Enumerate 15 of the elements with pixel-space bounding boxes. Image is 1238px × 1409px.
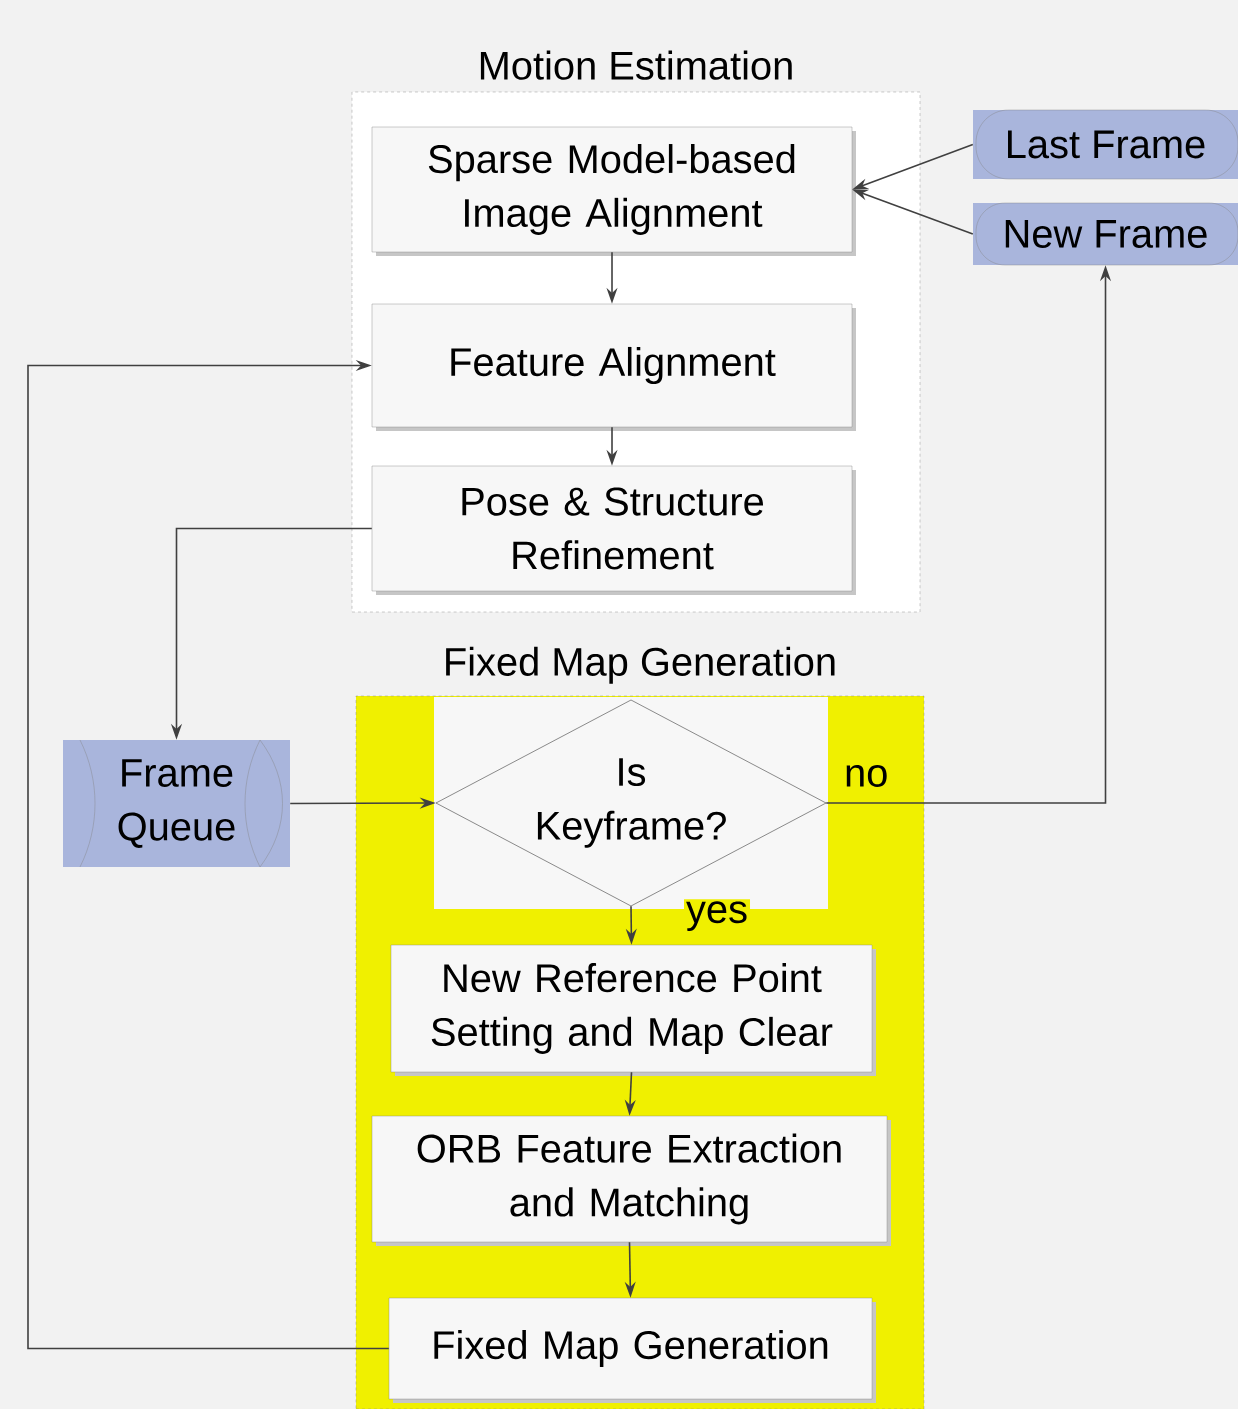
queue-cylinder: Frame Queue <box>63 739 290 868</box>
node-label: Is Keyframe? <box>537 758 726 848</box>
node-label: Motion Estimation <box>480 50 792 80</box>
process-box: Fixed Map Generation <box>388 1297 876 1403</box>
process-box: Feature Alignment <box>371 303 856 431</box>
terminal-box: New Frame <box>973 202 1238 266</box>
node-label: Fixed Map Generation <box>446 646 835 684</box>
edge-label: no <box>842 763 891 789</box>
process-box: Pose & Structure Refinement <box>371 465 856 595</box>
process-box: Sparse Model-based Image Alignment <box>371 126 856 256</box>
edge-label: yes <box>684 899 750 934</box>
terminal-box: Last Frame <box>973 109 1238 180</box>
process-box: New Reference Point Setting and Map Clear <box>390 944 876 1076</box>
arrow <box>27 359 390 1350</box>
process-box: ORB Feature Extraction and Matching <box>371 1115 891 1246</box>
